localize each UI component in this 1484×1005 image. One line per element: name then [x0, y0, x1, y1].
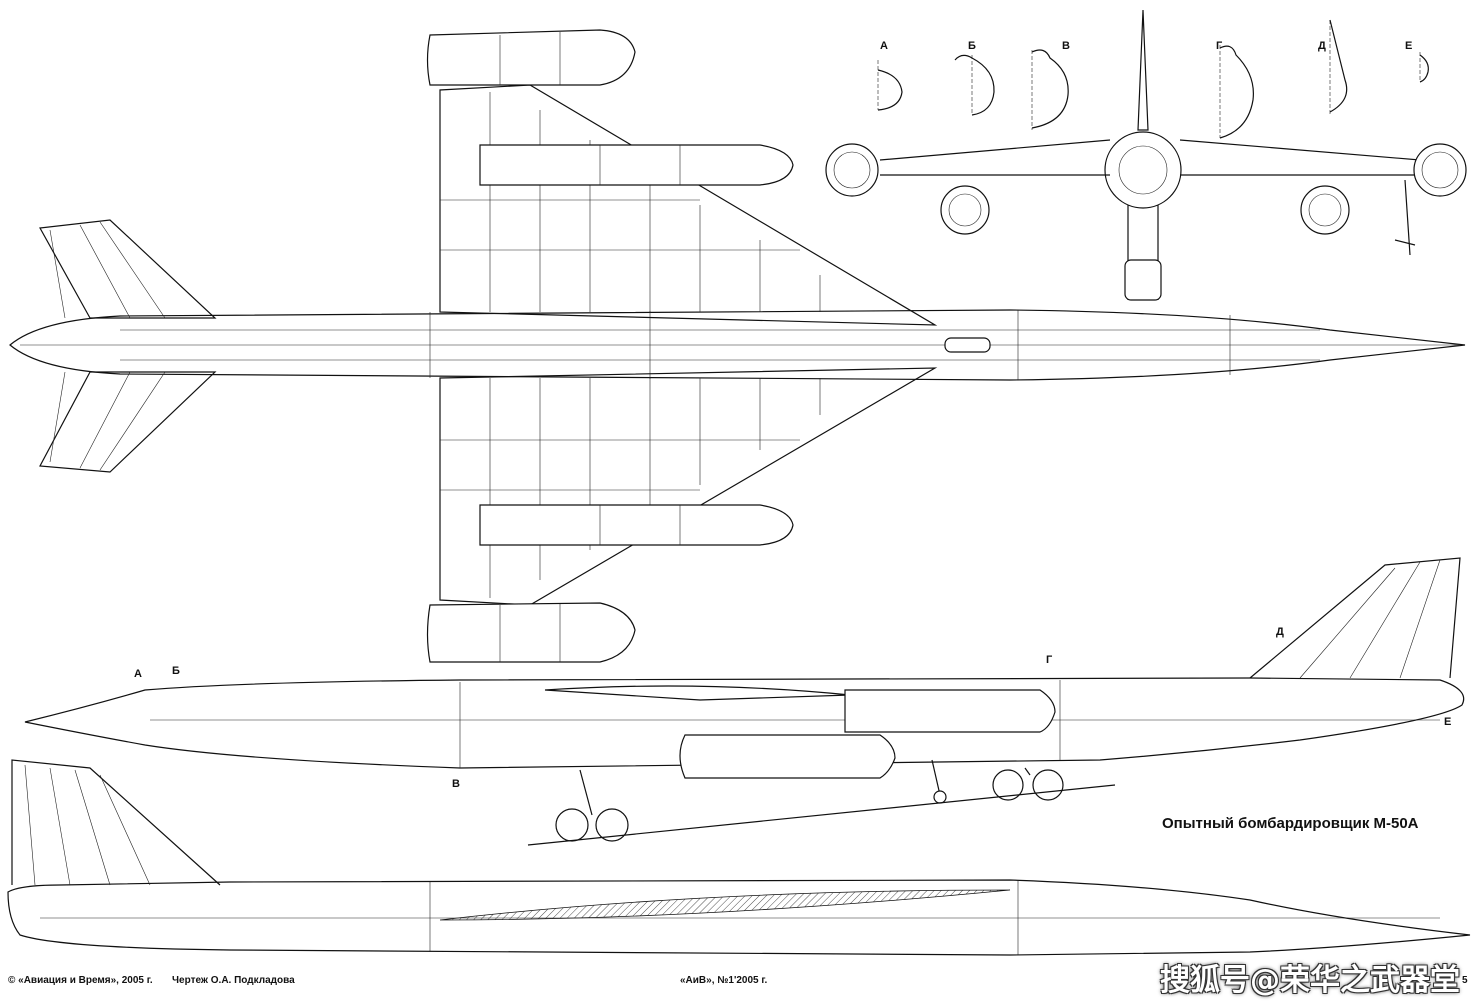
footer-page-number: 5	[1462, 975, 1468, 986]
side-marker-b: Б	[172, 665, 180, 677]
drawing-title: Опытный бомбардировщик М-50А	[1162, 815, 1419, 832]
footer-drawing-credit: Чертеж О.А. Подкладова	[172, 975, 295, 986]
section-label-g: Г	[1216, 40, 1223, 52]
side-marker-e: Е	[1444, 716, 1452, 728]
side-marker-g: Г	[1046, 654, 1053, 666]
side-marker-d: Д	[1276, 626, 1284, 638]
side-marker-v: В	[452, 778, 460, 790]
watermark: 搜狐号@荣华之武器堂	[1160, 963, 1460, 998]
section-label-d: Д	[1318, 40, 1326, 52]
side-marker-a: А	[134, 668, 142, 680]
front-view	[825, 9, 1467, 301]
section-label-v: В	[1062, 40, 1070, 52]
section-label-e: Е	[1405, 40, 1413, 52]
plan-view	[9, 29, 1466, 663]
section-label-a: А	[880, 40, 888, 52]
footer-copyright: © «Авиация и Время», 2005 г.	[8, 975, 153, 986]
side-view	[24, 557, 1465, 846]
footer-issue: «АиВ», №1'2005 г.	[680, 975, 768, 986]
cross-sections	[877, 19, 1429, 139]
side-view-lower	[7, 759, 1471, 956]
section-label-b: Б	[968, 40, 976, 52]
